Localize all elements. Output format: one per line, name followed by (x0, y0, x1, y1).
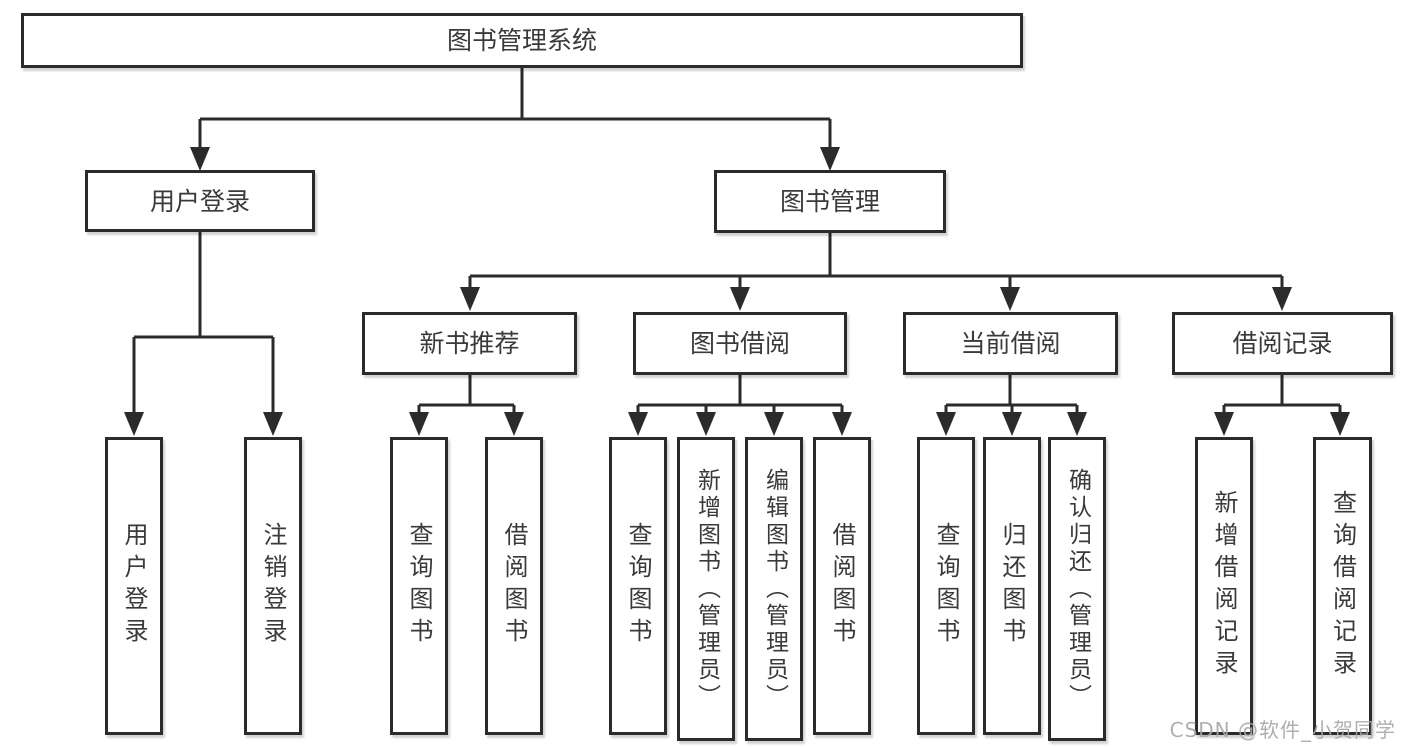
node-user-login: 用户登录 (85, 170, 315, 232)
leaf-borrow-book-2: 借阅图书 (813, 437, 871, 735)
csdn-watermark: CSDN @软件_小贺同学 (1169, 718, 1396, 742)
leaf-borrow-book-1: 借阅图书 (485, 437, 543, 735)
leaf-query-book-1: 查询图书 (390, 437, 448, 735)
leaf-query-book-2: 查询图书 (609, 437, 667, 735)
leaf-add-book-admin: 新增图书（管理员） (677, 437, 735, 741)
edge-paths (132, 68, 1342, 416)
node-new-book-recommend: 新书推荐 (362, 312, 577, 375)
leaf-logout: 注销登录 (244, 437, 302, 735)
leaf-user-login: 用户登录 (105, 437, 163, 735)
node-borrowing-records: 借阅记录 (1172, 312, 1393, 375)
leaf-confirm-return-admin: 确认归还（管理员） (1048, 437, 1106, 741)
node-root-library-system: 图书管理系统 (21, 13, 1023, 68)
arrow-heads (124, 147, 1350, 436)
leaf-query-book-3: 查询图书 (917, 437, 975, 735)
leaf-query-borrow-record: 查询借阅记录 (1313, 437, 1372, 735)
node-current-borrowing: 当前借阅 (903, 312, 1118, 375)
leaf-add-borrow-record: 新增借阅记录 (1195, 437, 1253, 735)
node-book-management: 图书管理 (714, 170, 946, 233)
leaf-return-book: 归还图书 (983, 437, 1041, 735)
node-book-borrowing: 图书借阅 (633, 312, 847, 375)
leaf-edit-book-admin: 编辑图书（管理员） (745, 437, 803, 741)
